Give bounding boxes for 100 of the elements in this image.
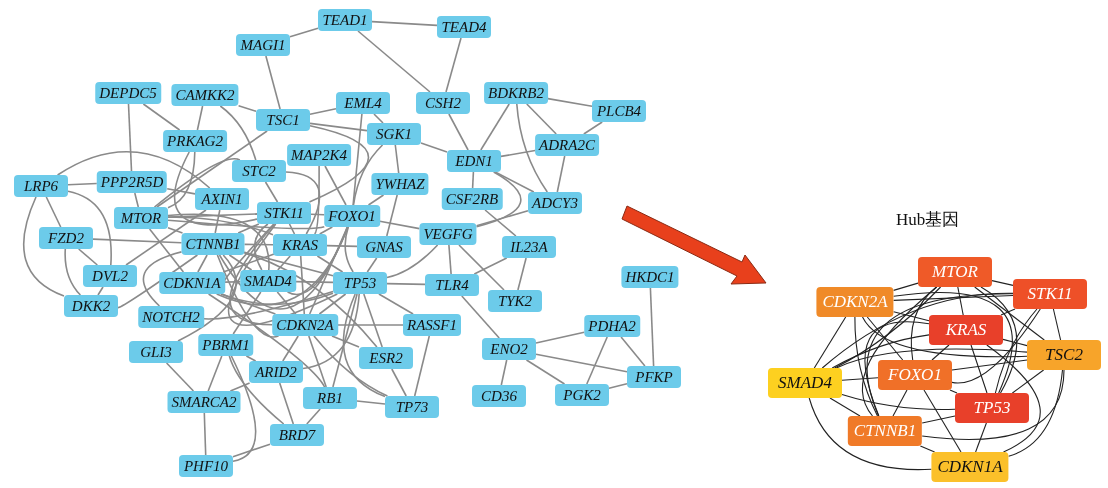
edge-line (535, 331, 586, 344)
edge-line (892, 389, 908, 417)
gene-box: RASSF1 (403, 314, 461, 336)
gene-box: EDN1 (447, 150, 501, 172)
edge-line (177, 254, 237, 342)
edge-line (331, 335, 360, 348)
edge-line (285, 171, 321, 235)
edge-line (167, 219, 326, 230)
edge-line (308, 335, 327, 388)
gene-box: CTNNB1 (847, 416, 923, 446)
edge-line (379, 220, 421, 230)
gene-box: CDKN1A (931, 452, 1009, 482)
edge-line (295, 280, 334, 284)
gene-box: SMARCA2 (167, 391, 241, 413)
edge-line (142, 103, 181, 131)
gene-box: SMAD4 (768, 368, 842, 398)
edge-line (167, 213, 270, 271)
gene-box: PHF10 (179, 455, 233, 477)
edge-line (167, 151, 196, 209)
gene-box: TP73 (385, 396, 439, 418)
edge-line (309, 122, 368, 132)
edge-line (165, 362, 195, 392)
edge-line (921, 369, 1065, 440)
gene-box: TYK2 (488, 290, 542, 312)
edge-line (232, 443, 271, 458)
edge-line (951, 308, 1041, 384)
gene-box: ARID2 (249, 361, 303, 383)
edge-line (861, 316, 1028, 358)
edge-line (516, 103, 549, 193)
edge-line (148, 228, 185, 273)
gene-box: RB1 (303, 387, 357, 409)
gene-box: FOXO1 (324, 205, 380, 227)
edge-line (586, 336, 608, 385)
gene-box: ESR2 (359, 347, 413, 369)
edge-line (386, 194, 398, 237)
edge-line (222, 253, 275, 273)
edge-line (232, 291, 262, 335)
edge-line (289, 27, 319, 38)
edge-line (951, 359, 1028, 371)
edge-line (373, 113, 384, 124)
edge-line (337, 324, 404, 326)
edge-line (125, 209, 207, 266)
gene-box: BDKRB2 (484, 82, 548, 104)
edge-line (866, 316, 904, 361)
edge-line (153, 157, 241, 208)
edge-line (207, 293, 326, 388)
edge-line (203, 290, 334, 320)
edge-line (949, 389, 958, 394)
gene-box: PBRM1 (198, 334, 254, 356)
edge-line (92, 238, 183, 244)
edge-line (166, 187, 196, 195)
edge-line (253, 223, 269, 271)
edge-line (313, 165, 320, 235)
edge-line (854, 316, 879, 417)
edge-line (394, 144, 400, 174)
edge-line (156, 130, 268, 208)
gene-box: NOTCH2 (138, 306, 204, 328)
gene-box: CDKN1A (159, 272, 225, 294)
edge-line (229, 382, 251, 392)
edge-line (378, 293, 414, 315)
gene-box: PGK2 (555, 384, 609, 406)
gene-box: PLCB4 (592, 100, 646, 122)
gene-box: BRD7 (270, 424, 324, 446)
edge-line (620, 336, 646, 367)
gene-box: KRAS (929, 315, 1003, 345)
edge-line (919, 445, 936, 453)
gene-box: TP53 (955, 393, 1029, 423)
gene-box: CSF2RB (441, 188, 503, 210)
gene-box: FZD2 (39, 227, 93, 249)
edge-line (500, 149, 536, 158)
gene-box: PDHA2 (584, 315, 640, 337)
edge-line (220, 293, 277, 315)
edge-line (299, 255, 306, 315)
edge-line (583, 121, 603, 135)
gene-box: VEGFG (419, 223, 477, 245)
edge-line (318, 293, 347, 315)
edge-line (237, 223, 260, 234)
gene-box: FOXO1 (878, 360, 952, 390)
gene-box: TP53 (333, 272, 387, 294)
gene-box: KRAS (273, 234, 327, 256)
edge-line (526, 103, 557, 135)
edge-line (207, 355, 223, 392)
edge-line (923, 389, 962, 453)
edge-line (167, 227, 184, 234)
edge-line (316, 255, 344, 273)
edge-line (861, 286, 938, 417)
gene-box: TEAD4 (437, 16, 491, 38)
edge-line (893, 291, 1013, 394)
edge-line (974, 286, 1045, 341)
edge-line (342, 293, 386, 398)
edge-line (1052, 308, 1062, 341)
edge-line (67, 190, 112, 266)
edge-line (324, 165, 347, 206)
edge-line (1002, 338, 1028, 347)
gene-box: HKDC1 (621, 266, 679, 288)
edge-line (357, 30, 431, 93)
edge-line (808, 397, 932, 471)
edge-line (64, 248, 82, 296)
edge-line (308, 226, 349, 315)
edge-line (864, 321, 930, 417)
